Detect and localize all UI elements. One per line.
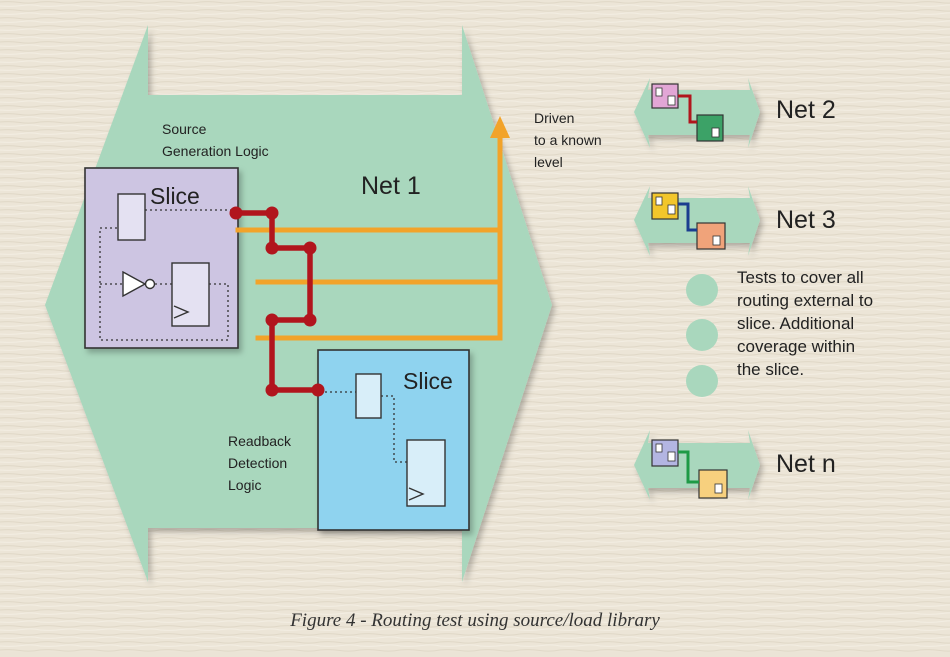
inverter-icon: [122, 270, 147, 298]
source-internal-wires: [99, 209, 236, 341]
tests-text-line: Tests to cover all: [737, 268, 864, 287]
readback-slice-label: Slice: [403, 368, 453, 394]
figure-caption: Figure 4 - Routing test using source/loa…: [290, 610, 660, 631]
readback-logic-label-line2: Detection: [228, 455, 288, 471]
net1-label: Net 1: [361, 172, 421, 200]
tests-text-line: the slice.: [737, 360, 805, 379]
source-slice: [84, 167, 239, 349]
source-slice-flipflop: [171, 262, 210, 327]
driven-arrowhead: [490, 116, 510, 138]
tests-text-line: routing external to: [737, 291, 874, 310]
readback-slice-flipflop: [406, 439, 446, 507]
driven-label-line3: level: [534, 154, 563, 170]
source-slice-label: Slice: [150, 183, 200, 209]
net3-label: Net 3: [776, 206, 836, 234]
orange-routes: [235, 132, 503, 341]
source-slice-register: [117, 193, 146, 241]
driven-label-line1: Driven: [534, 110, 575, 126]
tests-text-line: slice. Additional: [737, 314, 855, 333]
net2-label: Net 2: [776, 96, 836, 124]
test-bullets: [686, 274, 718, 397]
source-clock-marker: [173, 305, 190, 319]
readback-internal-wires: [320, 391, 407, 463]
route-junctions: [229, 206, 325, 397]
readback-clock-marker: [408, 487, 425, 501]
tests-text-line: coverage within: [737, 337, 856, 356]
driven-label-line2: to a known: [534, 132, 602, 148]
source-logic-label-line1: Source: [162, 121, 207, 137]
source-logic-label-line2: Generation Logic: [162, 143, 269, 159]
inverter-bubble: [144, 278, 156, 290]
readback-logic-label-line3: Logic: [228, 477, 262, 493]
readback-logic-label-line1: Readback: [228, 433, 292, 449]
tests-text-block: Tests to cover all routing external to s…: [737, 266, 873, 381]
readback-slice-register: [355, 373, 382, 419]
net3-icon: [634, 186, 760, 256]
netn-label: Net n: [776, 450, 836, 478]
net2-icon: [634, 78, 760, 148]
netn-icon: [634, 430, 760, 500]
